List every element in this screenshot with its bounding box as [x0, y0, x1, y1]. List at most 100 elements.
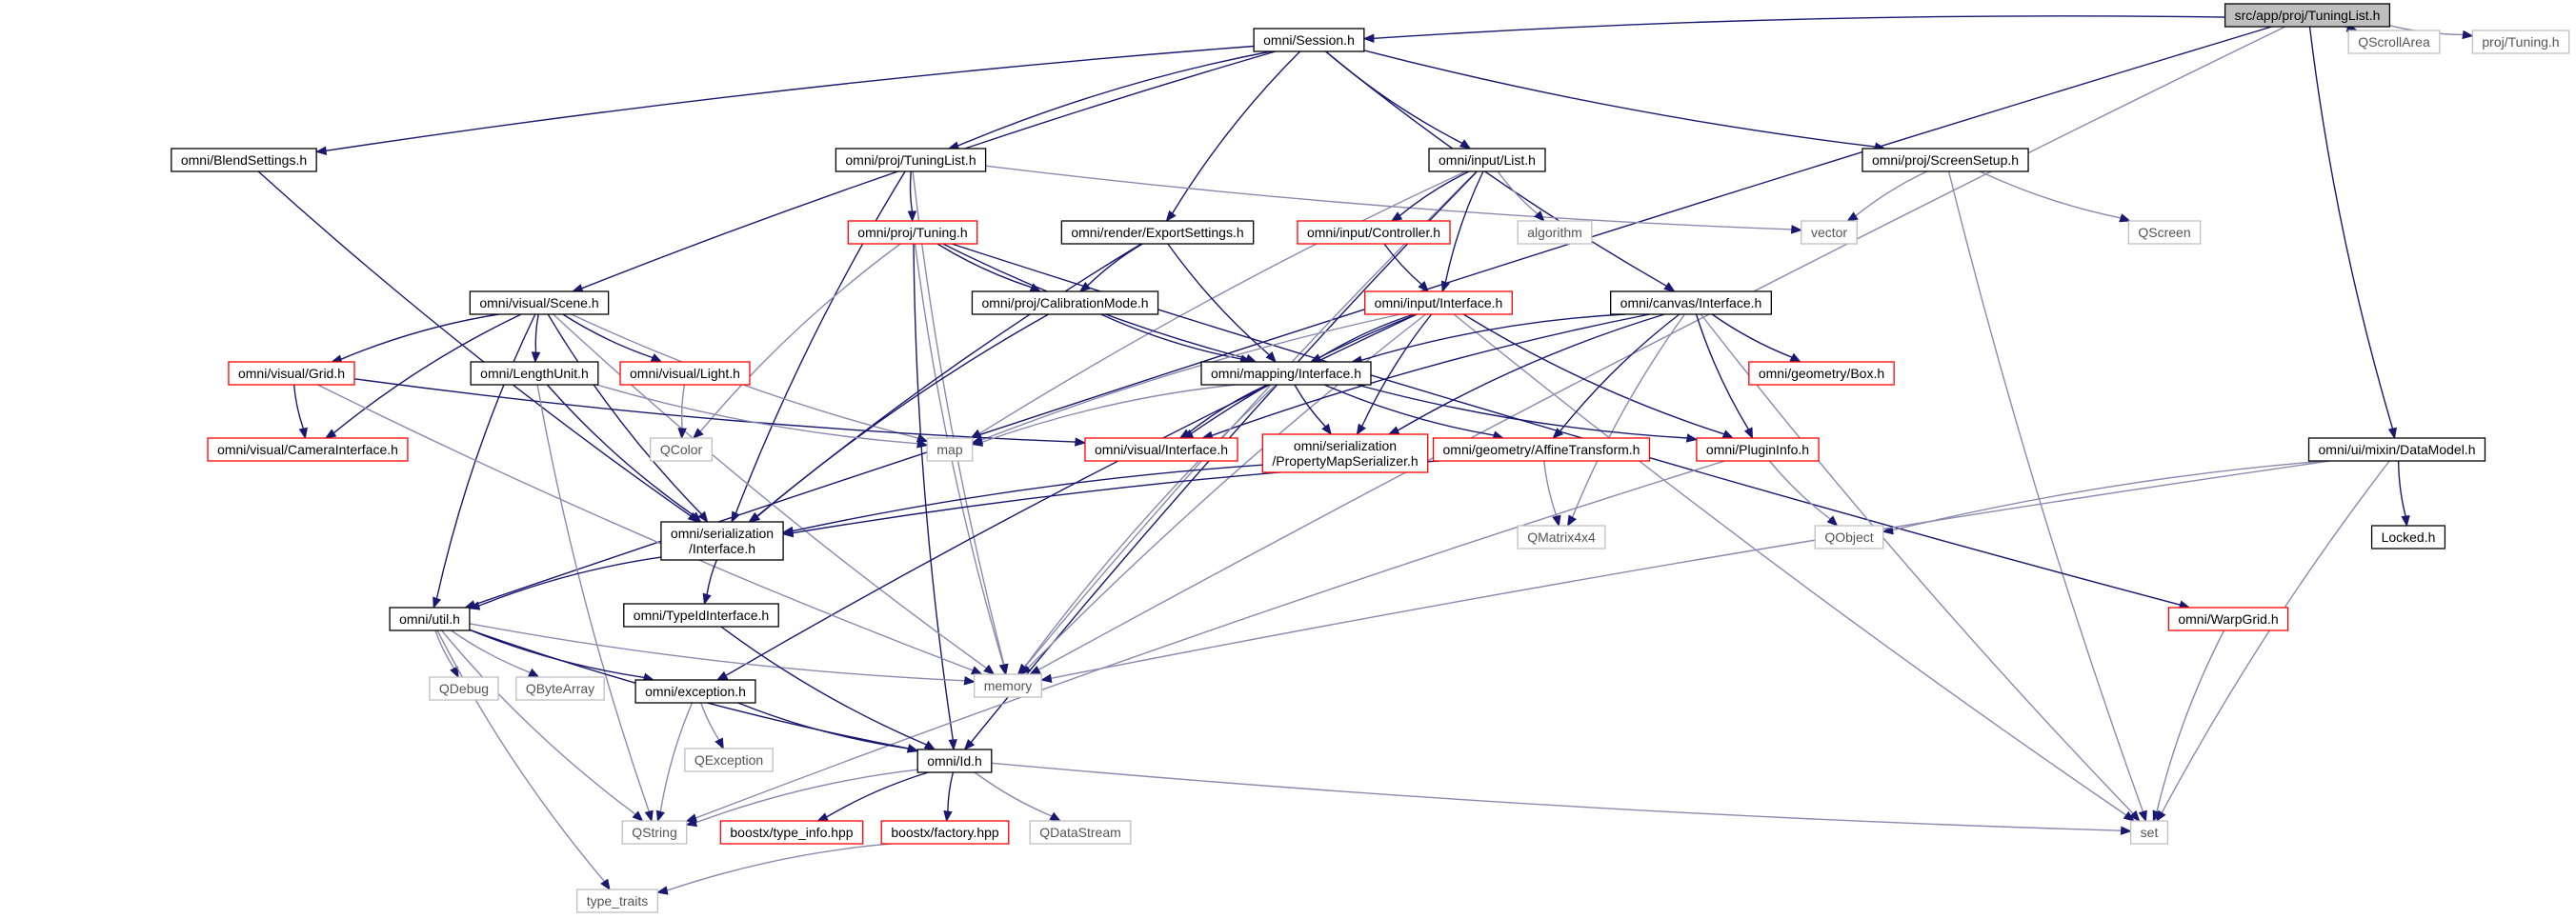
node-plugininfo[interactable]: omni/PluginInfo.h: [1696, 437, 1820, 462]
arrowhead: [1016, 664, 1029, 676]
node-typeid[interactable]: omni/TypeIdInterface.h: [623, 603, 779, 628]
arrowhead: [1075, 437, 1087, 447]
edge-line: [1027, 313, 1426, 669]
edge-line: [1695, 313, 1749, 430]
node-label: QString: [632, 825, 676, 840]
node-datamodel[interactable]: omni/ui/mixin/DataModel.h: [2307, 437, 2486, 462]
edge-canvasiface-to-propmap: [1387, 313, 1665, 435]
node-tuning[interactable]: omni/proj/Tuning.h: [847, 220, 978, 245]
edge-tuninglist-to-seriface: [731, 170, 906, 524]
edge-line: [257, 170, 692, 517]
node-warpgrid[interactable]: omni/WarpGrid.h: [2167, 607, 2289, 631]
node-label: QDataStream: [1039, 825, 1121, 840]
edge-datamodel-to-memory: [1039, 460, 2330, 683]
edge-line: [1855, 170, 1927, 217]
node-label: omni/input/Interface.h: [1375, 295, 1503, 310]
node-label: omni/PluginInfo.h: [1706, 442, 1809, 457]
arrowhead: [1418, 281, 1429, 292]
node-box: [1084, 437, 1238, 462]
edge-line: [451, 629, 531, 673]
edge-line: [1037, 26, 2286, 671]
node-grid[interactable]: omni/visual/Grid.h: [228, 361, 355, 386]
node-exportset[interactable]: omni/render/ExportSettings.h: [1060, 220, 1255, 245]
edge-tuning-to-idh: [913, 243, 957, 751]
node-box: [974, 673, 1042, 698]
node-box: [660, 521, 784, 561]
node-util[interactable]: omni/util.h: [389, 607, 471, 631]
edge-affine-to-qmatrix: [1543, 460, 1561, 528]
node-affine[interactable]: omni/geometry/AffineTransform.h: [1432, 437, 1651, 462]
node-canvasiface[interactable]: omni/canvas/Interface.h: [1610, 290, 1772, 315]
node-mapiface[interactable]: omni/mapping/Interface.h: [1200, 361, 1372, 386]
node-seriface[interactable]: omni/serialization/Interface.h: [660, 521, 784, 561]
node-box[interactable]: omni/geometry/Box.h: [1748, 361, 1895, 386]
edge-util-to-typetraits: [436, 629, 611, 891]
node-lengthunit[interactable]: omni/LengthUnit.h: [470, 361, 599, 386]
node-root[interactable]: src/app/proj/TuningList.h: [2224, 3, 2391, 28]
node-controller[interactable]: omni/input/Controller.h: [1297, 220, 1451, 245]
node-inputlist[interactable]: omni/input/List.h: [1428, 148, 1546, 172]
edge-mapiface-to-visiface: [1178, 384, 1268, 439]
arrowhead: [632, 810, 644, 822]
node-box: [971, 290, 1159, 315]
edge-line: [2397, 460, 2406, 517]
node-scene[interactable]: omni/visual/Scene.h: [469, 290, 610, 315]
node-box: [880, 820, 1010, 845]
arrowhead: [1663, 282, 1676, 292]
node-box: [1029, 820, 1132, 845]
edge-line: [562, 313, 654, 359]
node-label: src/app/proj/TuningList.h: [2235, 8, 2381, 23]
edge-exception-to-idh: [737, 702, 919, 753]
edge-scene-to-util: [433, 313, 536, 609]
edge-inputlist-to-controller: [1390, 170, 1470, 222]
edge-line: [1087, 243, 1143, 287]
node-factory[interactable]: boostx/factory.hpp: [880, 820, 1010, 845]
arrowhead: [1321, 423, 1332, 436]
edge-screensetup-to-vector: [1846, 170, 1927, 222]
node-calib[interactable]: omni/proj/CalibrationMode.h: [971, 290, 1159, 315]
node-label: omni/visual/Scene.h: [479, 295, 598, 310]
node-box: [469, 290, 610, 315]
edge-scene-to-camiface: [324, 313, 522, 439]
node-idh[interactable]: omni/Id.h: [916, 749, 993, 773]
node-box: [1432, 437, 1651, 462]
node-memory: memory: [974, 673, 1042, 698]
node-camiface[interactable]: omni/visual/CameraInterface.h: [207, 437, 409, 462]
node-exception[interactable]: omni/exception.h: [634, 679, 756, 704]
edge-line: [469, 629, 645, 679]
node-label: omni/BlendSettings.h: [181, 152, 307, 168]
edge-line: [700, 702, 720, 741]
arrowhead: [298, 427, 308, 440]
node-box: [1261, 433, 1429, 473]
edge-line: [1373, 15, 2225, 39]
arrowhead: [948, 739, 957, 751]
edge-line: [706, 559, 718, 595]
node-visiface[interactable]: omni/visual/Interface.h: [1084, 437, 1238, 462]
edge-line: [2308, 26, 2394, 430]
node-label: omni/input/List.h: [1439, 152, 1536, 168]
node-label: omni/Session.h: [1263, 32, 1355, 48]
edge-line: [680, 384, 686, 430]
node-propmap[interactable]: omni/serialization/PropertyMapSerializer…: [1261, 433, 1429, 473]
node-locked[interactable]: Locked.h: [2370, 525, 2446, 549]
arrowhead: [963, 676, 976, 686]
edge-seriface-to-typeid: [702, 559, 718, 606]
edge-lengthunit-to-map: [596, 384, 929, 449]
node-light[interactable]: omni/visual/Light.h: [619, 361, 751, 386]
edge-line: [1453, 313, 2127, 816]
edge-canvasiface-to-box: [1711, 313, 1801, 363]
edge-line: [478, 556, 661, 607]
node-qstring: QString: [621, 820, 688, 845]
node-box: [916, 749, 993, 773]
node-screensetup[interactable]: omni/proj/ScreenSetup.h: [1862, 148, 2029, 172]
node-inputiface[interactable]: omni/input/Interface.h: [1364, 290, 1513, 315]
node-blend[interactable]: omni/BlendSettings.h: [171, 148, 317, 172]
node-tuninglist[interactable]: omni/proj/TuningList.h: [835, 148, 987, 172]
node-map: map: [926, 437, 974, 462]
node-typeinfo[interactable]: boostx/type_info.hpp: [719, 820, 864, 845]
node-session[interactable]: omni/Session.h: [1253, 28, 1365, 52]
node-label: omni/TypeIdInterface.h: [634, 608, 769, 623]
node-box: [2370, 525, 2446, 549]
arrowhead: [1826, 515, 1839, 527]
node-label: algorithm: [1527, 225, 1582, 240]
